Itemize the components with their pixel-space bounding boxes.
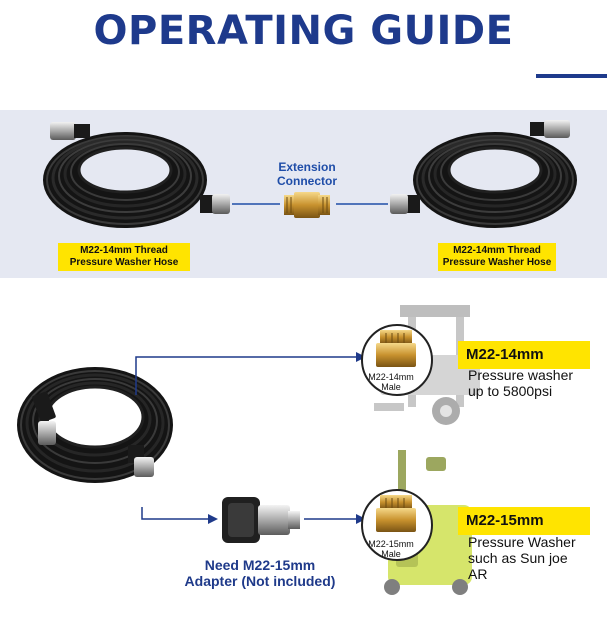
left-hose-label-line2: Pressure Washer Hose — [69, 257, 179, 268]
m22-15mm-adapter — [222, 497, 300, 543]
adapter-label-line2: Adapter (Not included) — [184, 573, 336, 589]
m22-15mm-spec-title: M22-15mm — [458, 507, 590, 535]
compatibility-diagram-graphic — [17, 305, 480, 595]
extension-connector-label: Extension Connector — [255, 160, 359, 188]
m22-14mm-spec-desc: Pressure washer up to 5800psi — [468, 367, 598, 399]
m22-14mm-spec-desc-line2: up to 5800psi — [468, 383, 553, 399]
right-hose-coil — [390, 120, 577, 228]
extension-connector-label-line1: Extension — [278, 160, 336, 174]
m22-15mm-spec-desc-line3: AR — [468, 566, 488, 582]
right-hose-label-line2: Pressure Washer Hose — [442, 257, 552, 268]
coiled-hose — [17, 367, 173, 483]
m22-15mm-male-label: M22-15mm Male — [359, 539, 423, 559]
m22-14mm-spec-title: M22-14mm — [458, 341, 590, 369]
extension-connector-label-line2: Connector — [277, 174, 337, 188]
m22-14mm-male-label: M22-14mm Male — [359, 372, 423, 392]
title-accent-bar — [536, 74, 607, 78]
left-hose-label-line1: M22-14mm Thread — [80, 245, 168, 256]
adapter-label-line1: Need M22-15mm — [204, 557, 316, 573]
m22-14mm-male-callout — [361, 324, 433, 396]
adapter-label: Need M22-15mm Adapter (Not included) — [175, 557, 345, 589]
left-hose-label: M22-14mm Thread Pressure Washer Hose — [58, 243, 190, 271]
m22-15mm-spec-desc-line1: Pressure Washer — [468, 534, 576, 550]
m22-15mm-male-label-line1: M22-15mm — [368, 539, 414, 549]
extension-diagram-graphic — [43, 120, 577, 228]
m22-14mm-male-label-line2: Male — [381, 382, 401, 392]
brass-extension-connector — [284, 192, 330, 218]
m22-15mm-spec-desc-line2: such as Sun joe — [468, 550, 568, 566]
right-hose-label: M22-14mm Thread Pressure Washer Hose — [438, 243, 556, 271]
right-hose-label-line1: M22-14mm Thread — [453, 245, 541, 256]
m22-15mm-spec-desc: Pressure Washer such as Sun joe AR — [468, 534, 598, 582]
page-title: OPERATING GUIDE — [93, 8, 514, 54]
m22-15mm-male-label-line2: Male — [381, 549, 401, 559]
m22-14mm-spec-desc-line1: Pressure washer — [468, 367, 574, 383]
left-hose-coil — [43, 122, 230, 228]
m22-15mm-male-callout — [361, 489, 433, 561]
m22-14mm-male-label-line1: M22-14mm — [368, 372, 414, 382]
